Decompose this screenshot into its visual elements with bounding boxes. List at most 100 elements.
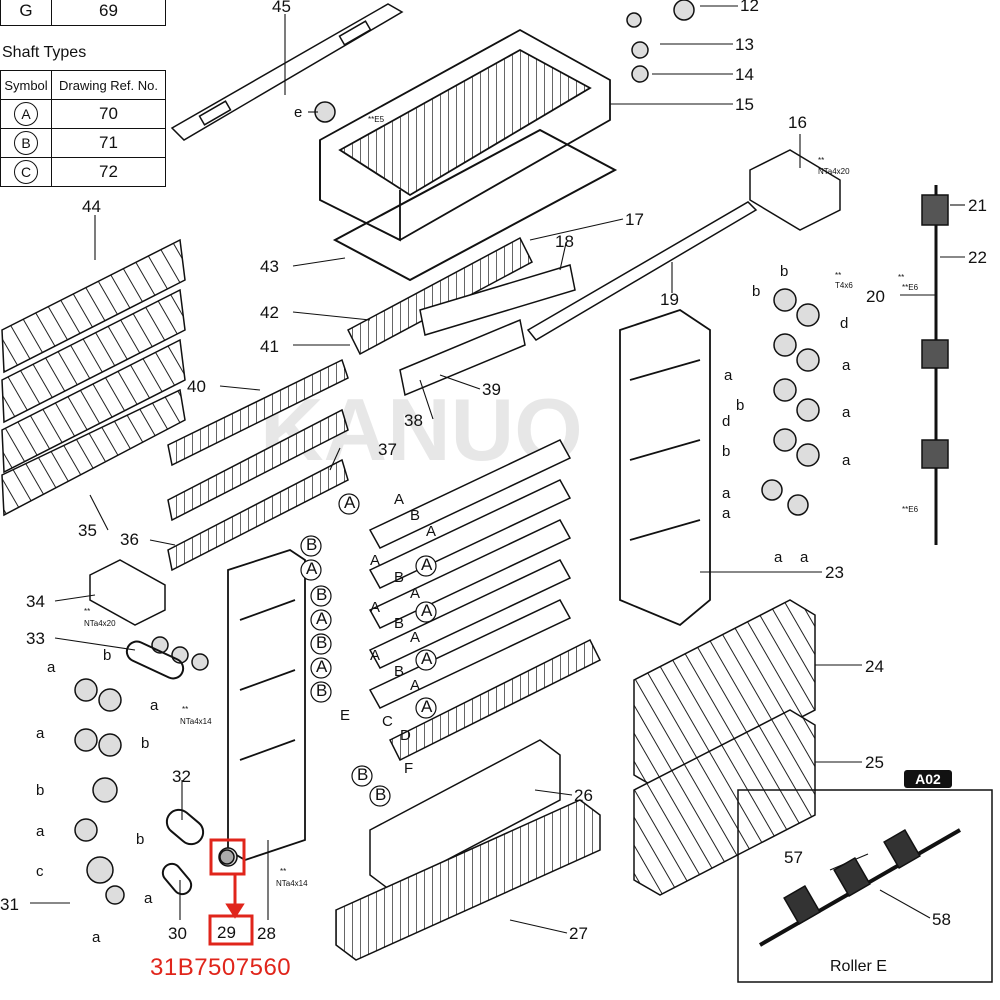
callout-44: 44 (82, 197, 101, 216)
note-stars: ** (818, 156, 824, 165)
leader-lines (30, 5, 965, 934)
table-row: A 70 (0, 99, 166, 129)
callout-25: 25 (865, 753, 884, 772)
part-43-gasket (332, 128, 618, 282)
circled-letter: A (316, 657, 328, 676)
callout-39: 39 (482, 380, 501, 399)
letter-c: c (36, 863, 44, 880)
callout-32: 32 (172, 767, 191, 786)
callout-14: 14 (735, 65, 754, 84)
circled-letter: B (316, 633, 327, 652)
letter-F: F (404, 760, 413, 777)
callout-27: 27 (569, 924, 588, 943)
letter-b: b (141, 735, 149, 752)
letter-A: A (410, 629, 420, 646)
callout-13: 13 (735, 35, 754, 54)
note-t4x6: T4x6 (835, 281, 853, 290)
circled-marker-letters: A B A B A B A B A A A A B B (306, 493, 433, 804)
callout-41: 41 (260, 337, 279, 356)
callout-40: 40 (187, 377, 206, 396)
part-16-bracket (749, 149, 841, 231)
letter-a: a (92, 929, 101, 946)
letter-a: a (150, 697, 159, 714)
circled-letter: A (421, 649, 433, 668)
circled-symbol: B (14, 131, 38, 155)
parts-24-25-trays (633, 599, 816, 896)
letter-b: b (780, 263, 788, 280)
letter-a: a (144, 890, 153, 907)
letter-b: b (36, 782, 44, 799)
part-15-frame (319, 28, 611, 242)
table-row: G 69 (0, 0, 166, 26)
callout-21: 21 (968, 196, 987, 215)
note-nta4x20-top: NTa4x20 (818, 167, 850, 176)
circled-letter: B (306, 535, 317, 554)
table-cell-symbol: A (0, 99, 52, 129)
note-nta4x14-mid: NTa4x14 (180, 717, 212, 726)
callout-15: 15 (735, 95, 754, 114)
part-22-shaft (921, 185, 949, 545)
part-38-39-holder (399, 318, 526, 397)
part-42-roller (347, 236, 533, 356)
circled-letter: B (316, 681, 327, 700)
callout-58: 58 (932, 910, 951, 929)
letter-a: a (842, 404, 851, 421)
circled-letter: A (421, 601, 433, 620)
letter-b: b (752, 283, 760, 300)
top-table: G 69 (0, 0, 166, 26)
letter-a: a (774, 549, 783, 566)
roller-shafts (368, 439, 602, 762)
part-reference-number: 31B7507560 (150, 954, 292, 981)
circled-symbol: C (14, 160, 38, 184)
letter-a: a (722, 505, 731, 522)
letter-a: a (722, 485, 731, 502)
letter-A: A (394, 491, 404, 508)
letter-a: a (36, 725, 45, 742)
callout-12: 12 (740, 0, 759, 15)
parts-26-27-trays (335, 739, 601, 961)
callout-17: 17 (625, 210, 644, 229)
spec-notes: **E5 ** NTa4x20 ** T4x6 ** **E6 **E6 ** … (84, 115, 919, 888)
letter-b: b (722, 443, 730, 460)
shaft-types-table: Symbol Drawing Ref. No. A 70 B 71 C 72 (0, 70, 166, 187)
right-side-frame (619, 309, 711, 627)
gear-cluster-left (74, 636, 238, 905)
circled-letter: A (421, 697, 433, 716)
letter-B: B (394, 569, 404, 586)
callout-31: 31 (0, 895, 19, 914)
callout-numbers: 45 12 13 14 15 16 17 18 19 20 21 22 23 2… (0, 0, 987, 943)
letter-E: E (340, 707, 350, 724)
letter-d: d (722, 413, 730, 430)
callout-23: 23 (825, 563, 844, 582)
callout-45: 45 (272, 0, 291, 16)
part-19-strip (526, 201, 758, 341)
section-badge: A02 (904, 770, 952, 788)
letter-a: a (47, 659, 56, 676)
circled-letter: A (421, 555, 433, 574)
gear-cluster-right (761, 288, 820, 516)
callout-16: 16 (788, 113, 807, 132)
circled-letter: B (375, 785, 386, 804)
letter-A: A (370, 647, 380, 664)
note-nta4x14-bottom: NTa4x14 (276, 879, 308, 888)
circled-letter: B (316, 585, 327, 604)
letter-A: A (370, 599, 380, 616)
gear-letters: e b b d a a b a d b a a a a a a b a a b … (36, 104, 851, 946)
callout-35: 35 (78, 521, 97, 540)
letter-a: a (36, 823, 45, 840)
callout-34: 34 (26, 592, 45, 611)
callout-36: 36 (120, 530, 139, 549)
note-e6-top: **E6 (902, 283, 919, 292)
letter-b: b (136, 831, 144, 848)
part-29-gear (219, 849, 235, 865)
note-e5: **E5 (368, 115, 385, 124)
letter-A: A (410, 677, 420, 694)
parts-36-37-40-bars (167, 358, 349, 572)
note-stars: ** (84, 607, 90, 616)
table-cell-ref: 72 (51, 157, 166, 187)
callout-42: 42 (260, 303, 279, 322)
letter-b: b (736, 397, 744, 414)
callout-24: 24 (865, 657, 884, 676)
part-18-holder (419, 264, 576, 336)
